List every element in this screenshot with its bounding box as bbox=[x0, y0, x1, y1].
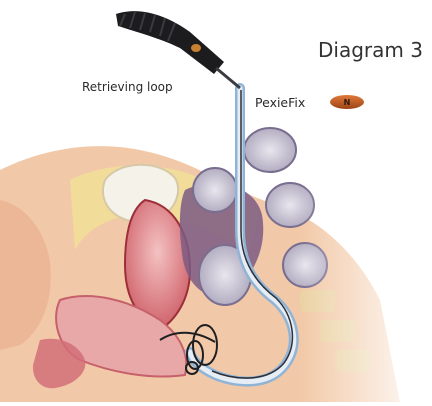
fade-overlay bbox=[300, 120, 432, 402]
device-label: PexieFix bbox=[255, 95, 305, 110]
retrieving-loop-label: Retrieving loop bbox=[82, 80, 173, 94]
bowel-loop bbox=[244, 128, 296, 172]
diagram-title: Diagram 3 bbox=[318, 38, 423, 62]
retrieving-tool bbox=[116, 11, 240, 88]
tool-button bbox=[191, 44, 201, 52]
tool-shaft bbox=[216, 68, 240, 88]
bowel-loop bbox=[193, 168, 237, 212]
marker-letter: N bbox=[330, 95, 364, 109]
